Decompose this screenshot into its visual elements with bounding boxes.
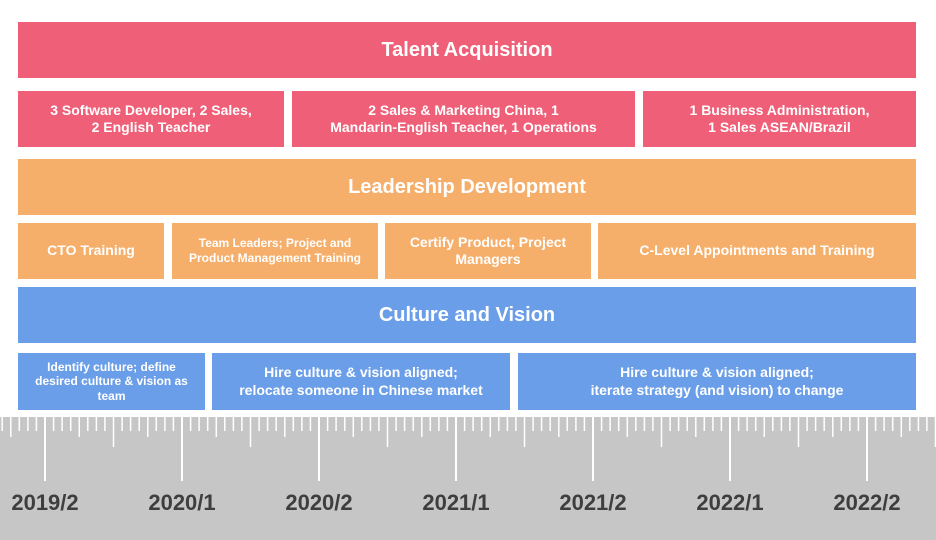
leadership-item-4: C-Level Appointments and Training: [598, 223, 916, 279]
timeline-label: 2019/2: [11, 490, 79, 515]
talent-item-2: 2 Sales & Marketing China, 1 Mandarin-En…: [292, 91, 635, 147]
timeline-label: 2021/2: [559, 490, 627, 515]
culture-item-2: Hire culture & vision aligned; relocate …: [212, 353, 510, 410]
culture-vision-header: Culture and Vision: [18, 287, 916, 343]
timeline-label: 2020/2: [285, 490, 353, 515]
timeline-ruler: [0, 417, 936, 540]
ruler-background: [0, 417, 936, 540]
timeline-label: 2020/1: [148, 490, 216, 515]
timeline-label: 2022/2: [833, 490, 901, 515]
culture-item-3: Hire culture & vision aligned; iterate s…: [518, 353, 916, 410]
leadership-item-3: Certify Product, Project Managers: [385, 223, 591, 279]
leadership-item-2: Team Leaders; Project and Product Manage…: [172, 223, 378, 279]
culture-item-1: Identify culture; define desired culture…: [18, 353, 205, 410]
talent-item-3: 1 Business Administration, 1 Sales ASEAN…: [643, 91, 916, 147]
timeline-label: 2022/1: [696, 490, 764, 515]
leadership-item-1: CTO Training: [18, 223, 164, 279]
leadership-development-header: Leadership Development: [18, 159, 916, 215]
talent-item-1: 3 Software Developer, 2 Sales, 2 English…: [18, 91, 284, 147]
timeline-label: 2021/1: [422, 490, 490, 515]
talent-acquisition-header: Talent Acquisition: [18, 22, 916, 78]
